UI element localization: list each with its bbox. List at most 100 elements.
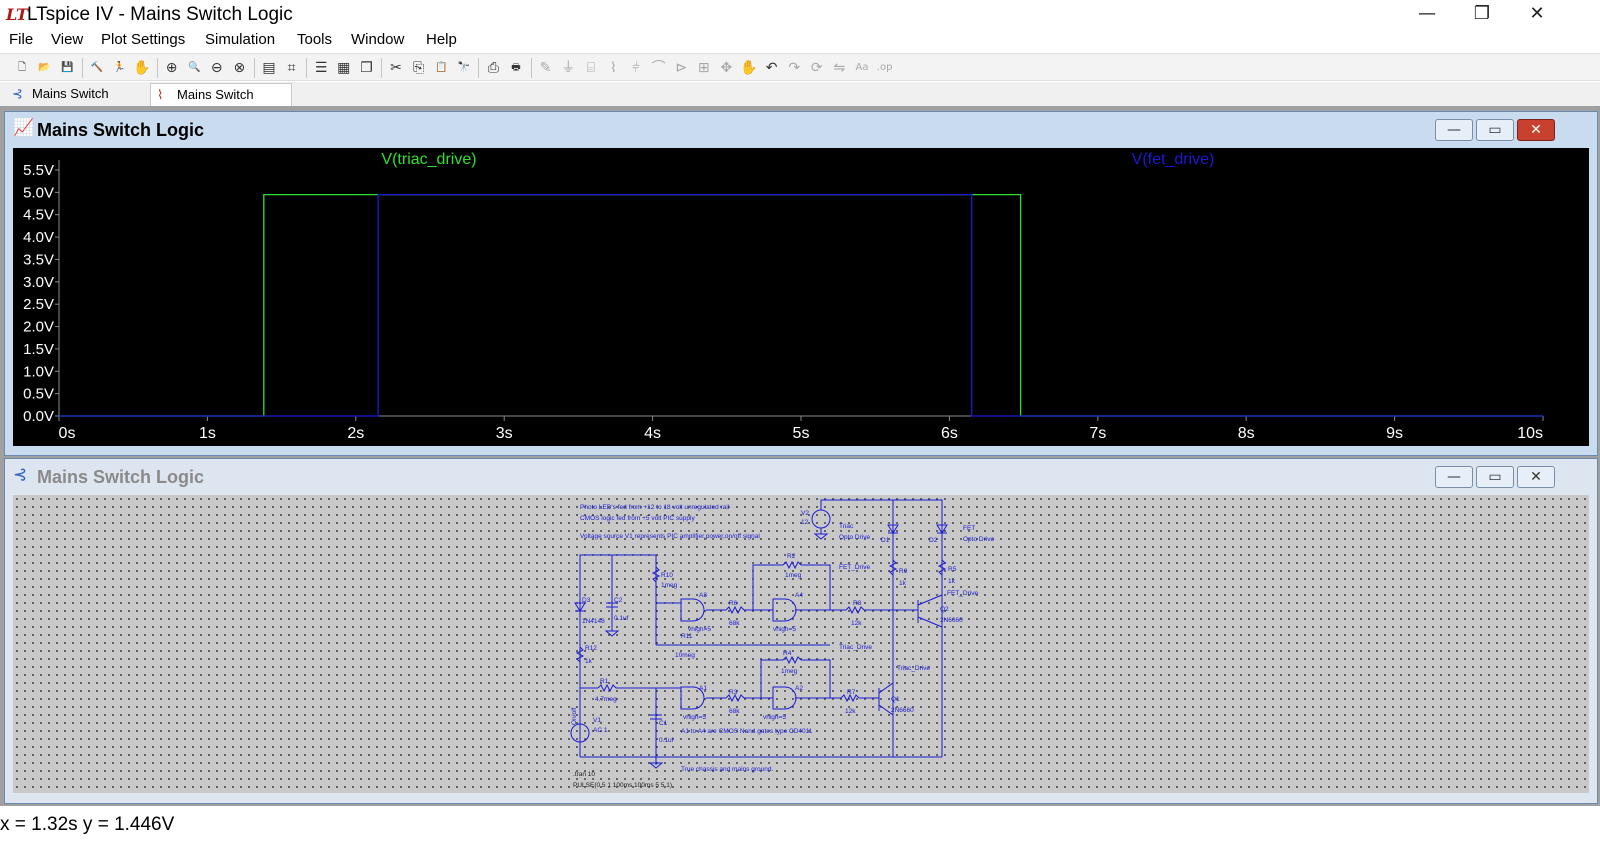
toolbar-separator (254, 58, 255, 78)
schematic-window-titlebar[interactable]: ⊰ Mains Switch Logic — ▭ ✕ (5, 459, 1597, 495)
trace-vtriacdrive (59, 193, 1543, 417)
tile-horizontal-icon[interactable]: ☰ (314, 60, 328, 76)
mirror-icon[interactable]: ⇋ (833, 60, 846, 76)
x-tick-label: 0s (59, 425, 76, 442)
component-icon[interactable]: ⊞ (697, 60, 710, 76)
tab-strip: ⊰ Mains Switch Logic ⌇ Mains Switch Logi… (0, 82, 1600, 123)
label-r12-value: 1k (585, 658, 593, 665)
autorange-icon[interactable]: ▤ (262, 60, 276, 76)
rotate-icon[interactable]: ⟳ (810, 60, 823, 76)
note-nand-gates: A1 to A4 are CMOS Nand gates type CD4011 (681, 728, 813, 735)
x-tick-label: 10s (1517, 425, 1543, 442)
toolbar-separator (530, 58, 532, 78)
label-r6-value: 68k (729, 620, 740, 627)
y-tick-label: 5.0V (23, 184, 54, 201)
restore-icon[interactable]: ❐ (1473, 3, 1491, 24)
y-tick-label: 3.5V (23, 251, 54, 268)
y-tick-label: 1.0V (23, 363, 54, 380)
find-icon[interactable]: 🔭 (457, 62, 471, 73)
y-tick-label: 3.0V (23, 274, 54, 291)
minimize-icon[interactable]: — (1418, 3, 1436, 24)
zoom-in-icon[interactable]: ⊕ (165, 60, 178, 76)
menu-view[interactable]: View (51, 31, 84, 48)
title-bar: LT LTspice IV - Mains Switch Logic — ❐ ✕ (0, 0, 1600, 30)
cascade-icon[interactable]: ❐ (360, 60, 373, 76)
toolbar-separator (156, 58, 158, 78)
label-r5: R5 (948, 566, 957, 573)
menu-bar: File View Plot Settings Simulation Tools… (0, 28, 1600, 52)
close-icon[interactable]: ✕ (1529, 3, 1545, 24)
label-c1-value: 0.1uf (659, 737, 674, 744)
run-icon[interactable]: 🏃 (113, 62, 126, 73)
zoom-pan-icon[interactable]: 🔍 (187, 62, 201, 73)
schematic-icon: ⊰ (13, 465, 28, 484)
copy-icon[interactable]: ⎘ (412, 60, 425, 76)
menu-simulation[interactable]: Simulation (205, 31, 276, 48)
waveform-window-titlebar[interactable]: 📈 Mains Switch Logic — ▭ ✕ (5, 112, 1597, 148)
close-icon[interactable]: ✕ (1517, 466, 1555, 488)
label-r2: R2 (787, 553, 796, 560)
minimize-icon[interactable]: — (1435, 119, 1473, 141)
toolbar: 🗋 📂 💾 🔨 🏃 ✋ ⊕ 🔍 ⊖ ⊗ ▤ ⌗ ☰ ▦ ❐ ✂ ⎘ 📋 🔭 ⎙ 🖶 ✎ ⏚ ⌸ ⌇ ⫩ ⌒ ⊳ ⊞ ✥ ✋ ↶ ↷ ⟳ ⇋ Aa .op (0, 53, 1600, 81)
trace-label[interactable]: V(triac_drive) (381, 151, 476, 168)
print-icon[interactable]: 🖶 (511, 62, 521, 73)
note-ground: True chassis and mains ground. (681, 766, 773, 773)
label-net-icon[interactable]: ⌸ (586, 60, 595, 76)
inductor-icon[interactable]: ⌒ (651, 60, 666, 76)
label-r1-value: 4.7meg (595, 696, 617, 703)
tile-vertical-icon[interactable]: ▦ (337, 60, 351, 76)
label-c2-value: 0.1uf (614, 615, 629, 622)
toolbar-separator (81, 58, 83, 78)
paste-icon[interactable]: 📋 (434, 62, 448, 73)
cursor-icon[interactable]: ⌗ (287, 60, 296, 76)
schematic-labels: Photo LED's fed from +12 to 18 volt unre… (571, 504, 994, 789)
diode-icon[interactable]: ⊳ (675, 60, 688, 76)
label-vhigh-a3: vhigh=5 (688, 626, 711, 633)
menu-help[interactable]: Help (426, 31, 457, 48)
redo-icon[interactable]: ↷ (788, 60, 801, 76)
trace-label[interactable]: V(fet_drive) (1132, 151, 1215, 168)
maximize-icon[interactable]: ▭ (1476, 119, 1514, 141)
open-icon[interactable]: 📂 (38, 62, 51, 73)
y-tick-label: 1.5V (23, 341, 54, 358)
menu-plot-settings[interactable]: Plot Settings (101, 31, 186, 48)
ground-icon[interactable]: ⏚ (561, 60, 576, 76)
spice-directive-icon[interactable]: .op (876, 62, 893, 73)
menu-window[interactable]: Window (351, 31, 405, 48)
directive-tran: .tran 10 (573, 771, 595, 778)
tab-schematic[interactable]: ⊰ Mains Switch Logic (6, 83, 148, 122)
label-triac-drive-1: Triac_Drive (839, 644, 872, 651)
close-icon[interactable]: ✕ (1517, 119, 1555, 141)
label-a4: A4 (795, 592, 803, 599)
tab-waveform[interactable]: ⌇ Mains Switch Logic (150, 83, 292, 123)
undo-icon[interactable]: ↶ (765, 60, 778, 76)
label-r3: R3 (729, 689, 738, 696)
cut-icon[interactable]: ✂ (390, 60, 402, 76)
minimize-icon[interactable]: — (1435, 466, 1473, 488)
label-r6: R6 (729, 600, 738, 607)
x-tick-label: 4s (644, 425, 661, 442)
resistor-icon[interactable]: ⌇ (609, 60, 617, 76)
label-r11-value: 10meg (675, 652, 695, 659)
waveform-window-title: Mains Switch Logic (37, 120, 205, 140)
drag-icon[interactable]: ✋ (740, 60, 758, 76)
menu-file[interactable]: File (9, 31, 34, 48)
text-icon[interactable]: Aa (855, 62, 869, 73)
save-icon[interactable]: 💾 (60, 62, 74, 73)
wire-icon[interactable]: ✎ (539, 60, 552, 76)
new-schematic-icon[interactable]: 🗋 (17, 62, 27, 73)
y-tick-label: 0.5V (23, 386, 54, 403)
zoom-out-icon[interactable]: ⊖ (210, 60, 223, 76)
halt-icon[interactable]: ✋ (133, 60, 151, 76)
control-panel-icon[interactable]: 🔨 (90, 62, 104, 73)
schematic-canvas[interactable]: Photo LED's fed from +12 to 18 volt unre… (13, 495, 1589, 793)
menu-tools[interactable]: Tools (297, 31, 333, 48)
capacitor-icon[interactable]: ⫩ (631, 60, 641, 76)
zoom-fit-icon[interactable]: ⊗ (233, 60, 246, 76)
print-preview-icon[interactable]: ⎙ (487, 60, 499, 76)
move-icon[interactable]: ✥ (720, 60, 733, 76)
schematic-icon: ⊰ (12, 86, 23, 101)
maximize-icon[interactable]: ▭ (1476, 466, 1514, 488)
